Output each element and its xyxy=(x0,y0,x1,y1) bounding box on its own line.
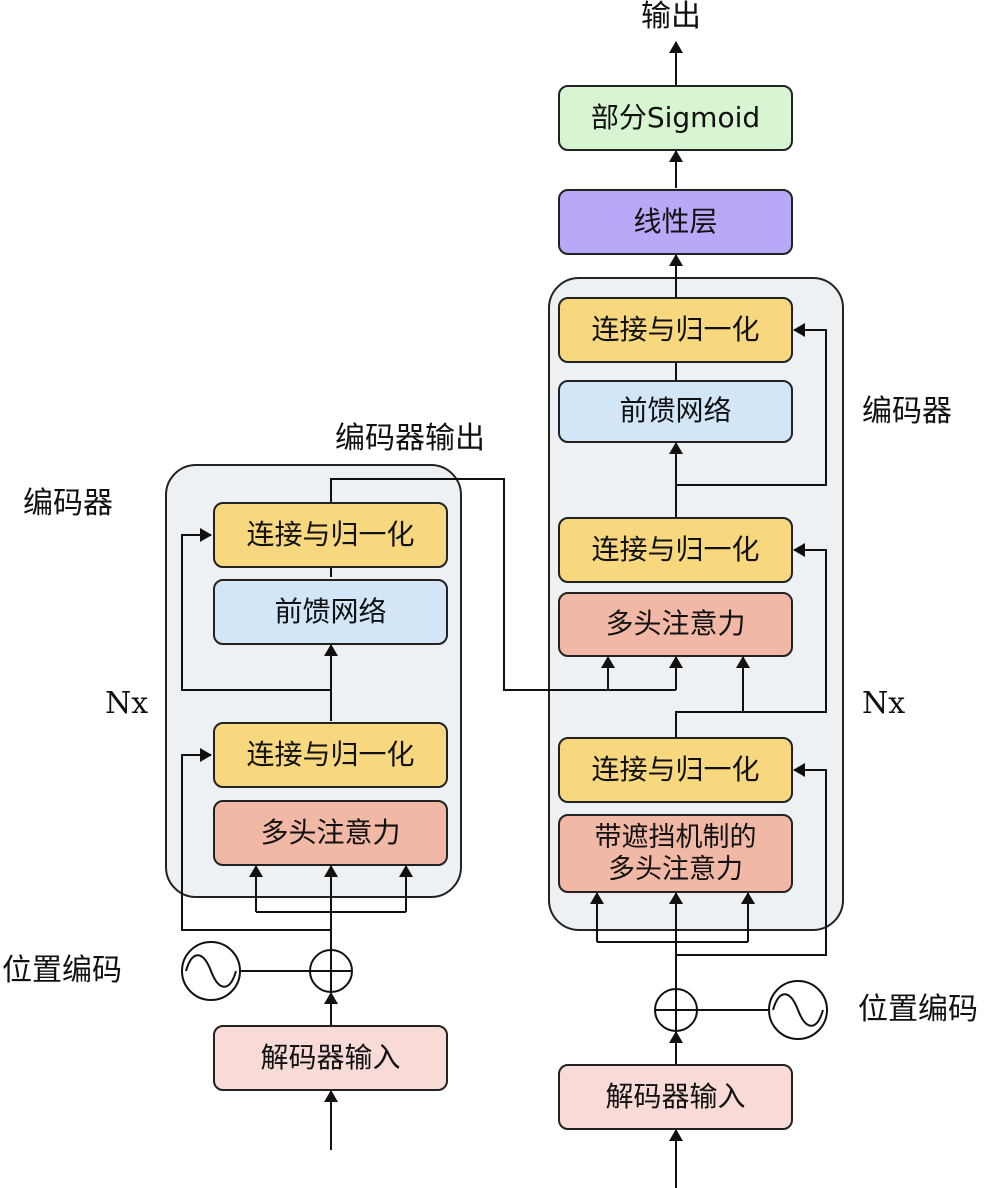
right-masked-multi-head-attention: 带遮挡机制的 多头注意力 xyxy=(558,814,793,893)
right-residual-2 xyxy=(743,543,827,713)
masked-attention-line1: 带遮挡机制的 xyxy=(594,822,757,854)
left-residual-1 xyxy=(181,748,331,931)
left-decoder-input: 解码器输入 xyxy=(213,1025,448,1091)
left-encoder-block xyxy=(165,464,462,898)
partial-sigmoid-box: 部分Sigmoid xyxy=(558,85,793,151)
add-circle-icon xyxy=(309,949,353,993)
right-add-norm-bottom: 连接与归一化 xyxy=(558,737,793,803)
left-residual-2 xyxy=(181,528,331,691)
left-encoder-label: 编码器 xyxy=(23,486,113,521)
encoder-output-label: 编码器输出 xyxy=(335,421,485,456)
right-residual-1 xyxy=(676,763,827,956)
right-multi-head-attention: 多头注意力 xyxy=(558,592,793,657)
right-feed-forward: 前馈网络 xyxy=(558,380,793,443)
masked-attention-line2: 多头注意力 xyxy=(608,853,743,885)
left-add-norm-top: 连接与归一化 xyxy=(213,502,448,568)
right-decoder-input: 解码器输入 xyxy=(558,1064,793,1130)
right-encoder-label: 编码器 xyxy=(862,394,952,429)
sine-wave-icon xyxy=(768,980,828,1040)
right-nx-label: Nx xyxy=(862,686,906,721)
left-multi-head-attention: 多头注意力 xyxy=(213,800,448,866)
add-circle-icon xyxy=(654,988,698,1032)
sine-wave-icon xyxy=(181,941,241,1001)
left-add-norm-bottom: 连接与归一化 xyxy=(213,722,448,788)
right-residual-3 xyxy=(676,323,827,486)
encoder-output-connection xyxy=(330,478,676,691)
left-nx-label: Nx xyxy=(105,686,149,721)
linear-layer-box: 线性层 xyxy=(558,189,793,255)
right-add-norm-mid: 连接与归一化 xyxy=(558,517,793,583)
left-positional-encoding-label: 位置编码 xyxy=(2,953,122,988)
right-positional-encoding-label: 位置编码 xyxy=(858,992,978,1027)
right-add-norm-top: 连接与归一化 xyxy=(558,297,793,363)
right-addnorm1-to-attn xyxy=(675,711,743,737)
output-label: 输出 xyxy=(641,0,701,34)
left-feed-forward: 前馈网络 xyxy=(213,579,448,645)
